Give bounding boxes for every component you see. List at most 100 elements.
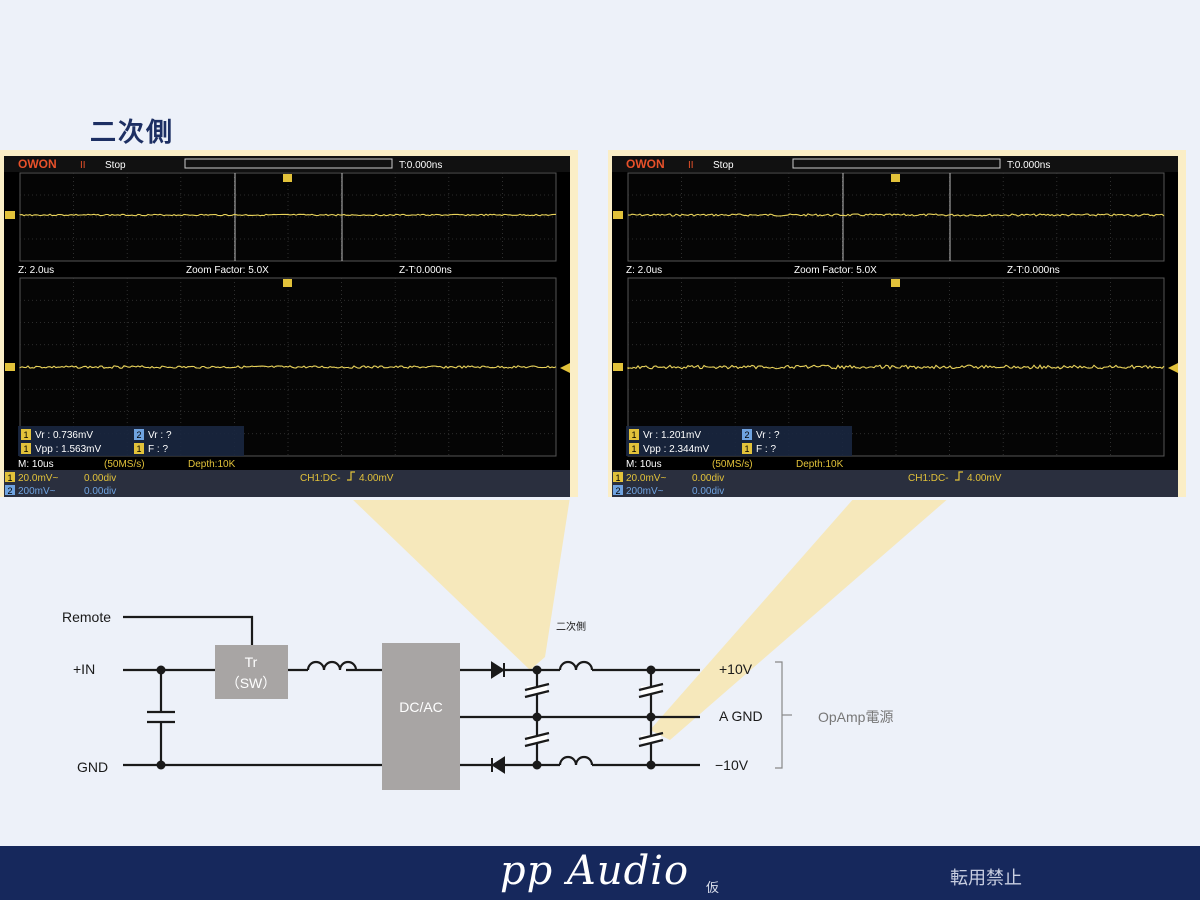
footer-brand: pp Audio [500,848,690,894]
ch1-badge [21,429,31,440]
zoom-trigger-time: Z-T:0.000ns [1007,265,1060,276]
ch1-offset: 0.00div [84,473,116,484]
ch2-status-badge-label: 2 [8,486,13,496]
scope-top-bar [4,156,570,172]
plus-output-inductor [558,660,594,671]
dcac-converter-box [382,643,460,790]
trigger-info: CH1:DC- [908,473,949,484]
plus-rectifier-diode [491,661,505,679]
ch1-badge-label: 1 [745,444,750,454]
ch2-badge-label: 2 [745,430,750,440]
run-state: Stop [713,160,734,171]
remote-label: Remote [62,609,111,625]
memory-depth: Depth:10K [188,459,236,470]
ch2-badge [742,429,752,440]
pause-icon: II [688,160,694,171]
trigger-info: CH1:DC- [300,473,341,484]
ch1-status-badge [613,472,623,482]
footer-bar [0,846,1200,900]
ch1-status-badge-label: 1 [8,473,13,483]
scope-top-bar [612,156,1178,172]
beam-to-left-scope [350,497,570,670]
frequency-measurement: F : ? [756,444,776,455]
junction-dot [532,665,542,675]
zoom-factor: Zoom Factor: 5.0X [186,265,269,276]
oscilloscope-screenshot-left: OWON II Stop T:0.000ns Z: 2.0us Zoom Factor: … [0,150,578,497]
probe-point-label: 二次側 [556,620,586,633]
run-state: Stop [105,160,126,171]
junction-dot [156,760,166,770]
ch2-badge-label: 2 [137,430,142,440]
transistor-switch-box [215,645,288,699]
ch1-overview-trace [627,213,1165,217]
ch1-status-badge-label: 1 [616,473,621,483]
timebase: M: 10us [626,459,662,470]
zoom-time: Z: 2.0us [18,265,54,276]
junction-dot [156,665,166,675]
scope-svg: OWON II Stop T:0.000ns Z: 2.0us Zoom Factor: … [4,156,570,497]
ch1-overview-trace [19,213,556,217]
trigger-level: 4.00mV [359,473,394,484]
ch1-level-marker [5,211,15,219]
pause-icon: II [80,160,86,171]
junction-dot [646,665,656,675]
rising-edge-icon [955,471,963,481]
ch2-vr-measurement: Vr : ? [148,430,172,441]
trigger-position-marker [891,279,900,287]
ch1-badge-label: 1 [24,430,29,440]
ch2-vr-measurement: Vr : ? [756,430,780,441]
minus-output-inductor [558,755,594,766]
junction-dot [646,760,656,770]
trigger-position-marker [283,279,292,287]
scope-brand-logo: OWON [18,157,57,171]
trigger-level: 4.00mV [967,473,1002,484]
tr-label: Tr [245,654,258,670]
ch2-offset: 0.00div [84,486,116,497]
measurement-panel [626,426,852,456]
output-capacitor-4 [638,731,664,748]
ch1-level-marker [613,363,623,371]
ch1-badge-label: 1 [632,444,637,454]
ch2-scale: 200mV~ [626,486,664,497]
junction-dot [646,712,656,722]
ch1-level-marker [5,363,15,371]
input-inductor [306,660,358,671]
ch1-scale: 20.0mV~ [18,473,58,484]
scope-brand-logo: OWON [626,157,665,171]
plus-in-label: +IN [73,661,95,677]
channel-status-bar [4,470,570,497]
gnd-label: GND [77,759,108,775]
ch1-badge-label: 1 [24,444,29,454]
output-capacitor-3 [638,682,664,699]
trigger-time: T:0.000ns [1007,160,1050,171]
vr-measurement: Vr : 0.736mV [35,430,93,441]
ch1-badge-label: 1 [632,430,637,440]
beam-to-right-scope [650,497,950,740]
ch1-scale: 20.0mV~ [626,473,666,484]
ch2-badge [134,429,144,440]
ch1-badge-label: 1 [137,444,142,454]
junction-dot [532,760,542,770]
vpp-measurement: Vpp : 1.563mV [35,444,101,455]
input-capacitor [147,670,175,765]
ch1-status-badge [5,472,15,482]
ch1-badge [134,443,144,454]
vpp-measurement: Vpp : 2.344mV [643,444,709,455]
sample-rate: (50MS/s) [104,459,145,470]
ch2-status-badge [5,485,15,495]
trigger-level-marker [1168,363,1178,373]
trigger-time: T:0.000ns [399,160,442,171]
slide-title: 二次側 [90,118,175,148]
trigger-level-marker [560,363,570,373]
circuit-diagram: Remote +IN GND Tr （SW） DC/AC 二次側 +10V A … [0,497,1200,845]
rising-edge-icon [347,471,355,481]
sw-label: （SW） [226,675,277,691]
trigger-position-marker [891,174,900,182]
vr-measurement: Vr : 1.201mV [643,430,701,441]
ch2-offset: 0.00div [692,486,724,497]
frequency-measurement: F : ? [148,444,168,455]
oscilloscope-display: OWON II Stop T:0.000ns Z: 2.0us Zoom Factor: … [4,156,570,497]
zoom-trigger-time: Z-T:0.000ns [399,265,452,276]
